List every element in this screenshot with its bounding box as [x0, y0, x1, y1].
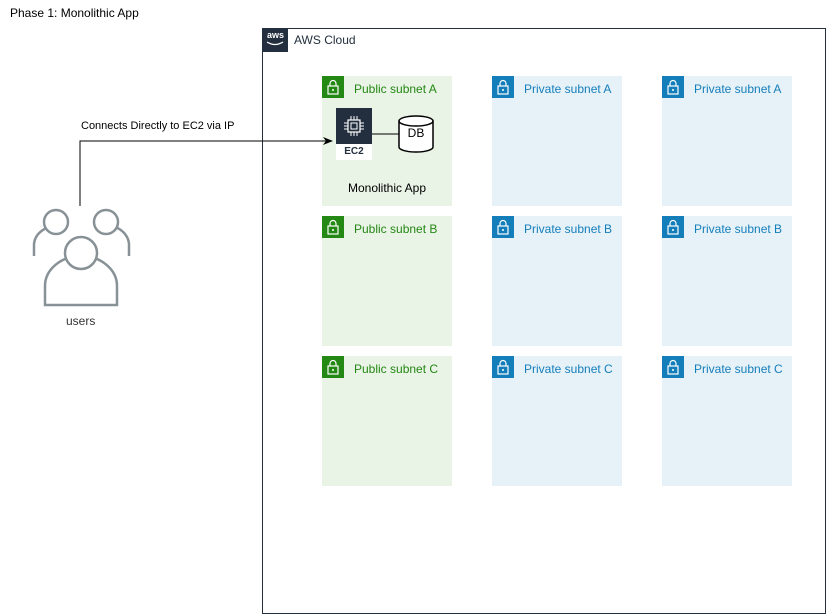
subnet-label: Public subnet C — [354, 362, 439, 376]
private-subnet-c[interactable]: Private subnet C — [662, 356, 792, 486]
users-label: users — [66, 314, 96, 328]
lock-icon — [662, 216, 684, 238]
lock-icon — [662, 76, 684, 98]
public-subnet-c[interactable]: Public subnet C — [322, 356, 452, 486]
subnet-label: Private subnet A — [694, 82, 782, 96]
subnet-label: Public subnet A — [354, 82, 437, 96]
subnet-label: Private subnet A — [524, 82, 612, 96]
aws-cloud-group[interactable]: aws AWS Cloud — [262, 28, 826, 614]
lock-icon — [322, 76, 344, 98]
private-subnet-b[interactable]: Private subnet B — [492, 216, 622, 346]
users-icon — [32, 208, 131, 307]
subnet-label: Private subnet B — [694, 222, 783, 236]
lock-icon — [492, 356, 514, 378]
lock-icon — [322, 216, 344, 238]
ec2-label: EC2 — [344, 146, 364, 157]
db-label: DB — [407, 126, 425, 140]
page-title: Phase 1: Monolithic App — [10, 6, 139, 20]
lock-icon — [492, 216, 514, 238]
subnet-label: Private subnet C — [524, 362, 613, 376]
aws-cloud-label: AWS Cloud — [294, 33, 356, 47]
ec2-instance[interactable]: EC2 — [336, 108, 372, 160]
subnet-label: Public subnet B — [354, 222, 438, 236]
db-cylinder-icon — [398, 115, 434, 153]
private-subnet-c[interactable]: Private subnet C — [492, 356, 622, 486]
subnet-label: Private subnet C — [694, 362, 783, 376]
lock-icon — [662, 356, 684, 378]
lock-icon — [492, 76, 514, 98]
connection-arrow — [79, 137, 333, 206]
private-subnet-a[interactable]: Private subnet A — [492, 76, 622, 206]
public-subnet-b[interactable]: Public subnet B — [322, 216, 452, 346]
connection-label: Connects Directly to EC2 via IP — [81, 120, 235, 132]
aws-logo-text: aws — [267, 30, 285, 40]
subnet-label: Private subnet B — [524, 222, 613, 236]
private-subnet-a[interactable]: Private subnet A — [662, 76, 792, 206]
aws-logo-icon: aws — [262, 28, 288, 52]
chip-icon — [336, 108, 372, 144]
lock-icon — [322, 356, 344, 378]
private-subnet-b[interactable]: Private subnet B — [662, 216, 792, 346]
monolithic-app-label: Monolithic App — [347, 181, 427, 195]
